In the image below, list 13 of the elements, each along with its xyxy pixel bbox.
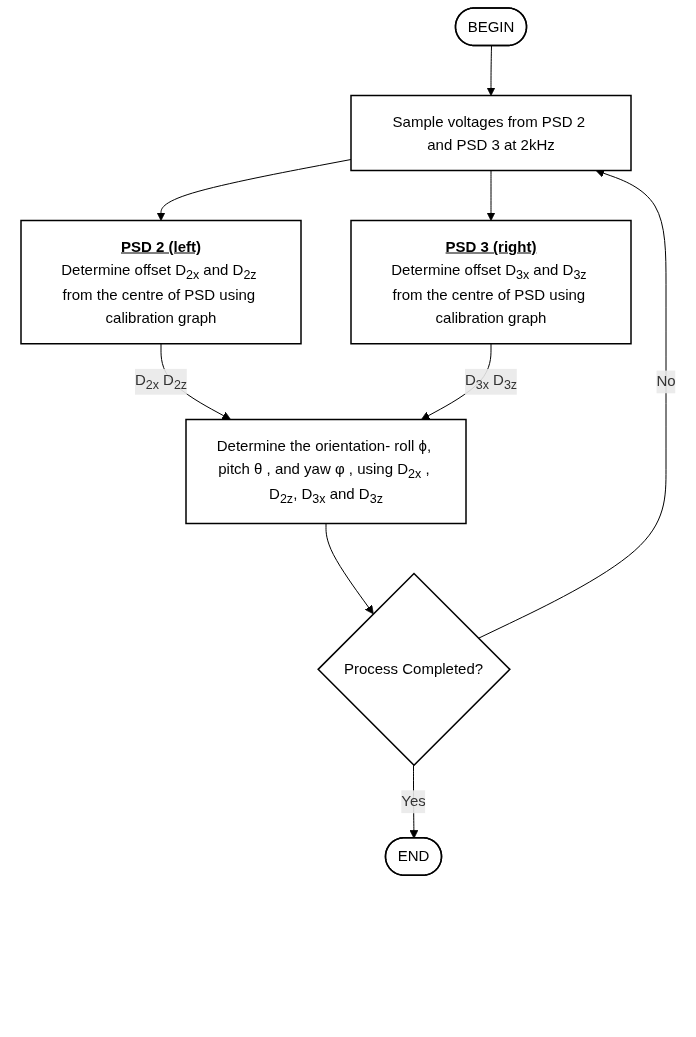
node-diamond: Process Completed? (316, 572, 511, 767)
arrow (486, 45, 496, 96)
edge-label: D$_{2x}$ D$_{2z}$ (134, 370, 187, 392)
node-box: PSD 2 (left) Determine offset D$_{2x}$ and D$_{2z}$ from the centre of PSD using calibration graph (19, 219, 302, 345)
arrow (477, 169, 667, 639)
edge-label: Yes (400, 792, 426, 810)
node-box: Sample voltages from PSD 2 and PSD 3 at 2kHz (349, 94, 632, 172)
edge-label: D$_{3x}$ D$_{3z}$ (464, 370, 517, 392)
arrow (486, 170, 496, 221)
edge-label: No (656, 372, 676, 390)
arrow (325, 523, 374, 615)
node-box: PSD 3 (right) Determine offset D$_{3x}$ and D$_{3z}$ from the centre of PSD using calibration graph (349, 219, 632, 345)
node-box: Determine the orientation- roll ϕ, pitch θ , and yaw φ , using D$_{2x}$ , D$_{2z}$, D$_{3x}$ and D$_{3z}$ (184, 418, 467, 525)
